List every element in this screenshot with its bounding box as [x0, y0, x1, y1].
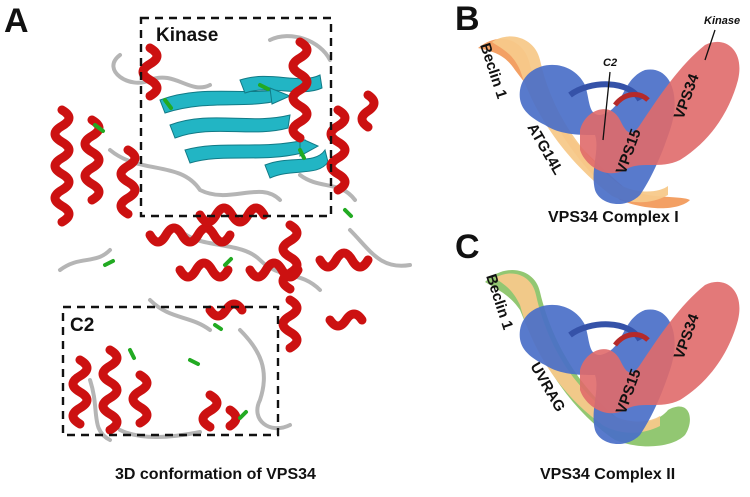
vps34-linker [613, 92, 650, 107]
kinase-small-label: Kinase [704, 15, 740, 27]
panel-c: C Beclin 1 UVRAG VPS15 VPS34 VPS34 Compl… [455, 228, 740, 483]
turns [93, 83, 353, 420]
kinase-domain-label: Kinase [156, 25, 218, 46]
panel-a: A [4, 2, 412, 483]
c2-small-label: C2 [603, 57, 617, 69]
c2-pointer-line [602, 71, 611, 141]
panel-a-letter: A [4, 2, 29, 40]
alpha-helices [50, 37, 379, 435]
coil-loops [58, 34, 412, 442]
complex2-vps34-shape [580, 281, 740, 414]
complex2-vps34-linker [613, 332, 650, 347]
panel-a-caption: 3D conformation of VPS34 [115, 466, 316, 483]
kinase-domain-box [139, 16, 333, 218]
panel-b-letter: B [455, 0, 480, 38]
protein-structure [50, 34, 412, 442]
vps34-shape [580, 41, 740, 174]
panel-c-letter: C [455, 228, 480, 266]
panel-b-caption: VPS34 Complex I [548, 209, 679, 226]
kinase-pointer-line [704, 29, 716, 61]
panel-b: B Beclin 1 ATG14L C2 Kinase VPS15 VPS34 … [455, 0, 740, 226]
panel-c-caption: VPS34 Complex II [540, 466, 675, 483]
c2-domain-label: C2 [70, 315, 94, 336]
beta-sheets [159, 74, 329, 179]
c2-domain-box [61, 305, 280, 437]
